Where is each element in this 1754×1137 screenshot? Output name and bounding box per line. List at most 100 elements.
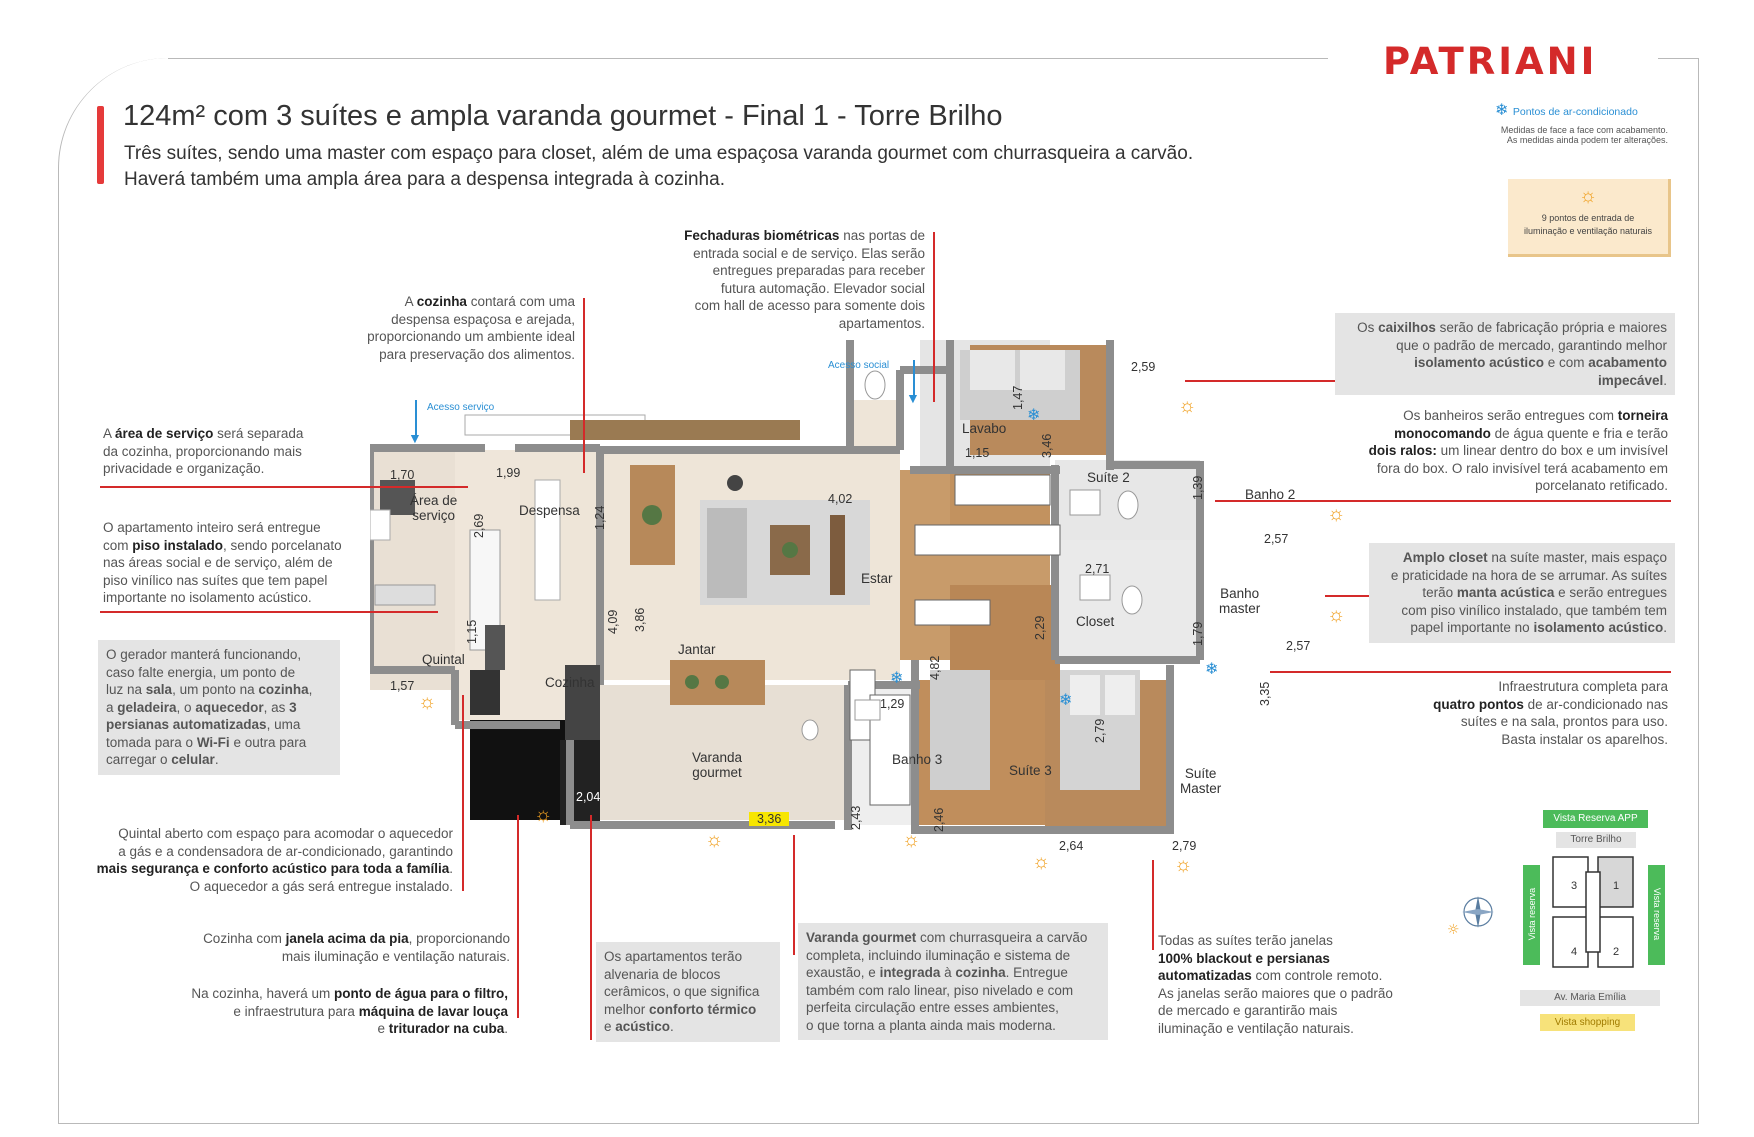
note-cozinha-agua: Na cozinha, haverá um ponto de água para…: [191, 986, 508, 1036]
light-legend-line-2: iluminação e ventilação naturais: [1523, 226, 1653, 236]
dim-label: 2,29: [1033, 615, 1047, 640]
bathroom-fixtures: [801, 370, 1143, 741]
note-banheiros: Os banheiros serão entregues com torneir…: [1368, 408, 1668, 493]
frame-bottom-line: [58, 1123, 1699, 1124]
frame-top-line-right: [1658, 58, 1698, 59]
sun-icon: ☼: [705, 829, 724, 851]
brand-logo: PATRIANI: [1383, 40, 1598, 83]
subtitle-line-1: Três suítes, sendo uma master com espaço…: [124, 143, 1194, 164]
plan-walls: [370, 340, 1204, 834]
dim-label: 4,09: [606, 609, 620, 634]
note-gerador: O gerador manterá funcionando, caso falt…: [98, 640, 340, 775]
dim-label: 3,35: [1258, 681, 1272, 706]
subtitle-line-2: Haverá também uma ampla área para a desp…: [124, 169, 725, 190]
page-subtitle: Três suítes, sendo uma master com espaço…: [124, 141, 1324, 193]
gourmet-table: [565, 660, 765, 740]
sun-icon: ☼: [902, 829, 921, 851]
room-banho3: Banho 3: [892, 752, 943, 767]
compass-icon: ☼: [1447, 896, 1494, 938]
dim-label: 2,69: [472, 513, 486, 538]
dim-label: 2,64: [1059, 839, 1084, 853]
sun-icon: ☼: [534, 804, 553, 826]
room-closet: Closet: [1076, 614, 1115, 629]
closets: [849, 474, 1061, 806]
leader-line: [100, 611, 438, 613]
dim-label: 2,71: [1085, 562, 1110, 576]
dim-label: 2,79: [1093, 718, 1107, 743]
room-quintal: Quintal: [422, 652, 465, 667]
sun-icon: ☼: [1327, 503, 1346, 525]
dim-label: 1,29: [880, 697, 905, 711]
ac-legend: ❄ Pontos de ar-condicionado: [1495, 102, 1638, 120]
vista-shopping-tag: Vista shopping: [1540, 1014, 1635, 1031]
measure-note-1: Medidas de face a face com acabamento.: [1500, 125, 1668, 135]
vista-app-tag: Vista Reserva APP: [1543, 810, 1648, 828]
access-arrow-social: [913, 360, 915, 395]
dim-label: 2,46: [932, 807, 946, 832]
sun-icon: ☼: [1174, 854, 1193, 876]
dim-label: 1,57: [390, 679, 415, 693]
dining-table: [630, 465, 675, 565]
snowflake-icon: ❄: [1205, 661, 1219, 678]
dim-label: 1,99: [496, 466, 521, 480]
dim-label: 2,04: [576, 790, 601, 804]
dim-label: 1,24: [593, 505, 607, 530]
note-cozinha-despensa: A cozinha contará com uma despensa espaç…: [367, 294, 575, 362]
page-title: 124m² com 3 suítes e ampla varanda gourm…: [123, 100, 1003, 132]
frame-right-line: [1698, 58, 1699, 1123]
dim-label: 4,82: [928, 655, 942, 680]
sun-icon: ☼: [418, 691, 437, 713]
light-legend-box: ☼ 9 pontos de entrada de iluminação e ve…: [1508, 179, 1671, 257]
leader-line: [793, 835, 795, 955]
note-quintal: Quintal aberto com espaço para acomodar …: [96, 826, 453, 894]
dim-label: 1,70: [390, 468, 415, 482]
note-infra: Infraestrutura completa para quatro pont…: [1433, 679, 1668, 747]
room-despensa: Despensa: [519, 503, 580, 518]
access-social-label: Acesso social: [828, 360, 890, 371]
dim-label: 2,59: [1131, 360, 1156, 374]
leader-line: [583, 298, 585, 473]
vista-reserva-right-bar: Vista reserva: [1648, 865, 1665, 965]
note-fechaduras: Fechaduras biométricas nas portas de ent…: [684, 228, 925, 331]
dim-label: 3,36: [749, 812, 790, 826]
sun-icon: ☼: [1578, 185, 1598, 207]
dim-label: 1,15: [965, 446, 990, 460]
snowflake-icon: ❄: [890, 670, 904, 687]
vista-reserva-left-label: Vista reserva: [1527, 887, 1537, 941]
leader-line: [1152, 860, 1154, 950]
note-piso: O apartamento inteiro será entregue com …: [103, 520, 342, 605]
snowflake-icon: ❄: [1059, 692, 1073, 709]
dim-label: 3,46: [1040, 433, 1054, 458]
tower-unit-2: 2: [1613, 946, 1620, 958]
floor-plan: [370, 340, 1204, 834]
measure-note: Medidas de face a face com acabamento. A…: [1440, 125, 1668, 145]
kitchen-elements: [370, 414, 800, 715]
dim-label: 2,79: [1172, 839, 1197, 853]
dim-label: 1,15: [465, 619, 479, 644]
sun-icon: ☼: [1327, 604, 1346, 626]
leader-line: [517, 815, 519, 1018]
room-banho2: Banho 2: [1245, 487, 1296, 502]
beds: [930, 350, 1140, 790]
room-suite3: Suíte 3: [1009, 763, 1052, 778]
dim-label: 1,47: [1011, 385, 1025, 410]
leader-line: [933, 232, 935, 402]
dim-label: 1,79: [1191, 621, 1205, 646]
leader-line: [100, 486, 468, 488]
avenue-tag: Av. Maria Emília: [1520, 990, 1660, 1006]
torre-tag: Torre Brilho: [1556, 832, 1636, 848]
svg-text:☼: ☼: [1447, 922, 1460, 938]
light-legend-line-1: 9 pontos de entrada de: [1541, 213, 1635, 223]
arrow-down-icon: ▼: [408, 430, 422, 446]
leader-line: [1215, 500, 1671, 502]
access-service-label: Acesso serviço: [427, 402, 495, 413]
dim-label: 2,57: [1286, 639, 1311, 653]
leader-line: [462, 695, 464, 891]
tower-unit-4: 4: [1571, 946, 1578, 958]
note-closet: Amplo closet na suíte master, mais espaç…: [1369, 543, 1675, 643]
tower-site-plan: [1552, 856, 1634, 968]
